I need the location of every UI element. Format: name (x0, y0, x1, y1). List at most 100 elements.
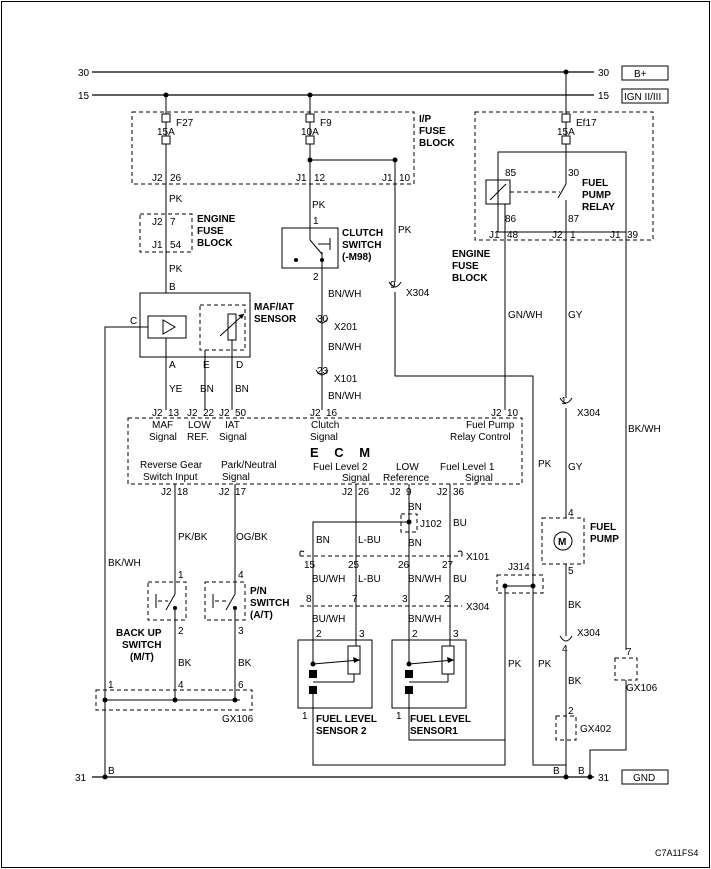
wire-pk-label: PK (538, 459, 552, 470)
x304-name: X304 (577, 628, 601, 639)
fuel-pump (541, 517, 585, 565)
fuel-sensor-2-title-1: FUEL LEVEL (316, 714, 377, 725)
pin-j1-label: J1 (610, 230, 621, 241)
x304-name: X304 (406, 288, 430, 299)
wire-bu-wh-label: BU/WH (312, 574, 345, 585)
j314-connector (496, 574, 544, 594)
wire-bn-label: BN (235, 384, 249, 395)
svg-text:17: 17 (235, 487, 247, 498)
fuel-level-sensor-1 (391, 639, 467, 709)
fuse-ef17: Ef17 15A (557, 72, 597, 145)
wire-bk-wh-label: BK/WH (628, 424, 661, 435)
wire-pk-bk-label: PK/BK (178, 532, 208, 543)
b-plus-box (621, 65, 669, 81)
pin-j1-label: J1 (152, 240, 163, 251)
gnd-label: GND (633, 773, 655, 784)
wire-l-bu-label: L-BU (358, 535, 381, 546)
wire-pk-label: PK (169, 194, 183, 205)
wire-pk-label: PK (169, 264, 183, 275)
svg-text:16: 16 (326, 408, 338, 419)
pin-j1-label: J1 (296, 173, 307, 184)
wire-l-bu-label: L-BU (358, 574, 381, 585)
clutch-switch-title-3: (-M98) (342, 252, 371, 263)
fuel-pump-pin-4: 4 (568, 508, 574, 519)
pin-1-label: 1 (570, 230, 576, 241)
svg-text:MAF: MAF (152, 420, 173, 431)
pin-48-label: 48 (507, 230, 519, 241)
wire-bk-label: BK (238, 658, 252, 669)
maf-pin-e: E (203, 360, 210, 371)
wire-bn-wh-label: BN/WH (408, 614, 441, 625)
maf-sensor-title-2: SENSOR (254, 314, 297, 325)
maf-sensor-title-1: MAF/IAT (254, 302, 294, 313)
junction-dot (587, 774, 593, 780)
ign-bus: 15 15 IGN II/III (78, 88, 669, 104)
diagram-code: C7A11FS4 (655, 848, 698, 858)
bus-31-right-label: 31 (598, 773, 610, 784)
svg-text:26: 26 (358, 487, 370, 498)
wire-gy-label: GY (568, 310, 583, 321)
gnd-bus: 31 31 GND (75, 769, 669, 785)
gx106-connector-right (614, 657, 638, 681)
wire-pk-label: PK (398, 225, 412, 236)
fuel-pump-pin-5: 5 (568, 566, 574, 577)
svg-text:LOW: LOW (188, 420, 211, 431)
pin-j2-label: J2 (152, 217, 163, 228)
svg-text:Signal: Signal (465, 473, 493, 484)
svg-text:22: 22 (203, 408, 215, 419)
x304-connector-icon (559, 635, 573, 642)
fuse-f27: F27 15A (157, 95, 194, 145)
svg-text:J2: J2 (187, 408, 198, 419)
wire-bn-label: BN (408, 502, 422, 513)
j314-name: J314 (508, 562, 530, 573)
ecm-bottom-pin-fuel-level-2: Fuel Level 2 Signal J2 26 (313, 462, 370, 498)
gx106-pin-4: 4 (178, 680, 184, 691)
svg-text:J2: J2 (152, 408, 163, 419)
wire-bn-wh-label: BN/WH (328, 391, 361, 402)
ip-fuse-block (131, 111, 415, 185)
fuel-level-sensor-1-variable-resistor-icon (405, 640, 505, 741)
svg-text:13: 13 (168, 408, 180, 419)
maf-pin-d: D (236, 360, 243, 371)
svg-text:J2: J2 (310, 408, 321, 419)
maf-pin-c: C (130, 316, 137, 327)
gx402-pin: 2 (568, 706, 574, 717)
svg-text:Switch Input: Switch Input (143, 472, 198, 483)
svg-text:J2: J2 (219, 408, 230, 419)
ign-box (621, 88, 669, 104)
svg-text:Park/Neutral: Park/Neutral (221, 460, 277, 471)
junction-dot (102, 774, 108, 780)
relay-title-2: PUMP (582, 190, 611, 201)
motor-symbol: M (558, 537, 566, 548)
gx106-connector-left (95, 689, 253, 711)
fuel-sensor-2-pin-1: 1 (302, 711, 308, 722)
fuel-sensor-2-pin-2: 2 (316, 629, 322, 640)
engine-fuse-block-title-1: ENGINE (452, 249, 491, 260)
ecm (127, 417, 523, 485)
bus-30-right-label: 30 (598, 68, 610, 79)
pin-54-label: 54 (170, 240, 182, 251)
junction-dot (307, 157, 313, 163)
pn-switch-contact-icon (212, 582, 237, 620)
back-up-switch-pin-2: 2 (178, 626, 184, 637)
pin-26-label: 26 (170, 173, 182, 184)
fuel-sensor-1-pin-1: 1 (396, 711, 402, 722)
b-plus-label: B+ (634, 69, 647, 80)
x101-pin-26: 26 (398, 560, 410, 571)
ecm-top-pin-clutch: J2 16 Clutch Signal (310, 408, 339, 443)
back-up-switch-title-1: BACK UP (116, 628, 162, 639)
ground-b-label: B (108, 766, 115, 777)
fuel-sensor-1-title-2: SENSOR1 (410, 726, 458, 737)
fuel-sensor-1-pin-2: 2 (412, 629, 418, 640)
svg-text:Fuel Level 2: Fuel Level 2 (313, 462, 368, 473)
ecm-bottom-pin-reverse: Reverse Gear Switch Input J2 18 (140, 460, 203, 498)
pin-j1-label: J1 (489, 230, 500, 241)
junction-dot (102, 697, 108, 703)
svg-text:Reverse Gear: Reverse Gear (140, 460, 203, 471)
svg-text:J2: J2 (219, 487, 230, 498)
relay-title-1: FUEL (582, 178, 608, 189)
clutch-switch-contact-icon (294, 228, 331, 268)
back-up-switch-pin-1: 1 (178, 570, 184, 581)
